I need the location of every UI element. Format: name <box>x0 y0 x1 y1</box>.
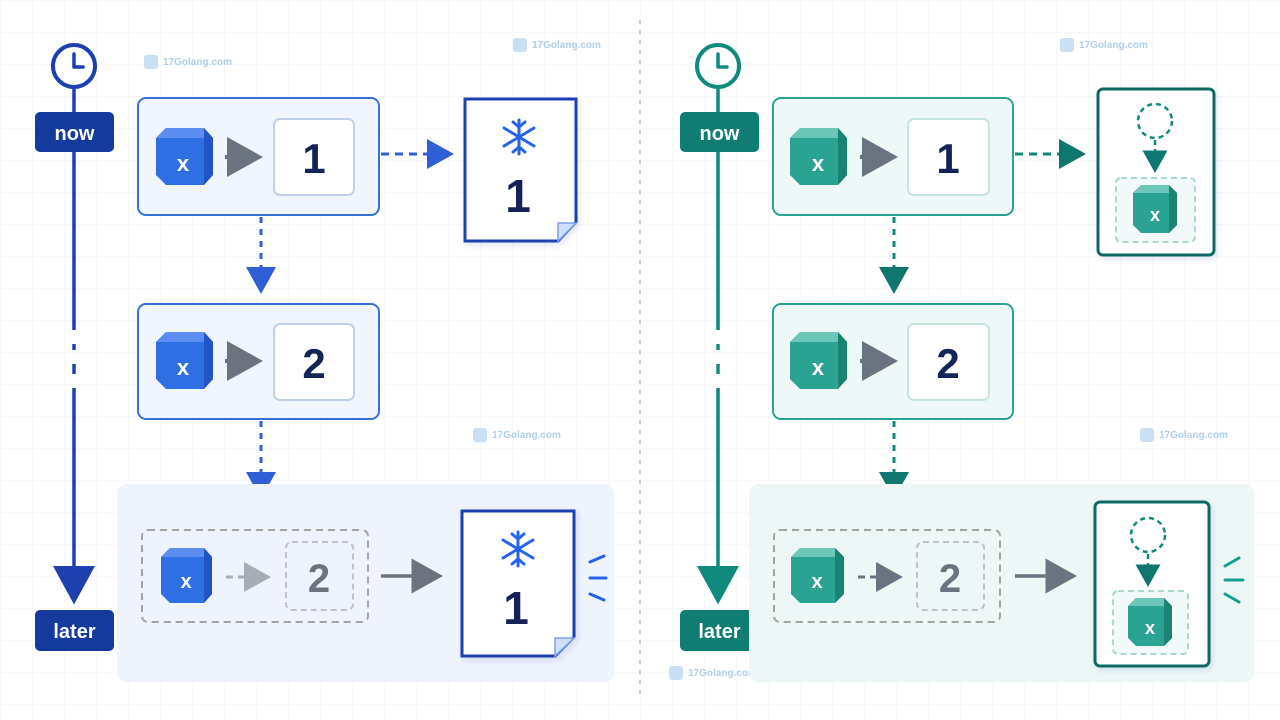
left-snapshot-document: 1 <box>463 97 578 243</box>
value-text: 2 <box>302 340 325 387</box>
right-step-2: x 2 <box>772 303 1014 420</box>
cube-label: x <box>180 571 191 593</box>
watermark-text: 17Golang.com <box>1079 40 1148 51</box>
watermark-text: 17Golang.com <box>1159 430 1228 441</box>
cube-label: x <box>1145 618 1155 638</box>
variable-cube-icon: x <box>161 548 212 603</box>
watermark-text: 17Golang.com <box>688 668 757 679</box>
variable-cube-icon: x <box>790 128 847 185</box>
now-label: now <box>700 123 740 145</box>
value-box <box>916 541 985 611</box>
watermark: 17Golang.com <box>669 666 757 680</box>
watermark: 17Golang.com <box>513 38 601 52</box>
snapshot-value: 1 <box>505 170 531 222</box>
left-later-snapshot-document: 1 <box>460 509 576 658</box>
cube-label: x <box>811 571 822 593</box>
snapshot-value: 1 <box>503 582 529 634</box>
value-text: 1 <box>302 135 325 182</box>
now-badge <box>35 112 114 152</box>
variable-cube-icon: x <box>1133 185 1177 233</box>
left-later-state: x 2 1 <box>141 509 608 658</box>
clock-hands <box>716 52 729 69</box>
left-step-2: x 2 <box>137 303 380 420</box>
value-text: 2 <box>939 557 961 601</box>
right-later-state: x 2 x <box>773 500 1245 668</box>
highlight-marks <box>1223 556 1245 604</box>
watermark: 17Golang.com <box>473 428 561 442</box>
highlight-marks <box>588 554 608 602</box>
right-reference-card: x <box>1096 87 1216 257</box>
watermark: 17Golang.com <box>1140 428 1228 442</box>
watermark-text: 17Golang.com <box>532 40 601 51</box>
variable-cube-icon: x <box>156 332 213 389</box>
document-fold <box>554 637 576 658</box>
watermark-text: 17Golang.com <box>163 57 232 68</box>
cube-label: x <box>812 355 825 380</box>
now-badge <box>680 112 759 152</box>
watermark-text: 17Golang.com <box>492 430 561 441</box>
value-box <box>907 118 990 196</box>
right-later-reference-card: x <box>1093 500 1211 668</box>
value-box <box>273 118 355 196</box>
left-timeline: now later <box>35 43 114 651</box>
later-label: later <box>53 621 95 643</box>
watermark: 17Golang.com <box>144 55 232 69</box>
left-step-1: x 1 <box>137 97 380 216</box>
right-timeline: now later <box>680 43 759 651</box>
variable-cube-icon: x <box>791 548 844 603</box>
variable-cube-icon: x <box>156 128 213 185</box>
snowflake-icon <box>502 118 536 156</box>
value-box <box>273 323 355 401</box>
watermark: 17Golang.com <box>1060 38 1148 52</box>
later-badge <box>680 610 759 651</box>
faded-value-box <box>285 541 354 611</box>
variable-cube-icon: x <box>1128 598 1172 646</box>
faded-value-text: 2 <box>308 557 330 601</box>
value-text: 2 <box>936 340 959 387</box>
clock-hands <box>72 52 85 69</box>
snowflake-icon <box>501 530 535 568</box>
value-box <box>907 323 990 401</box>
cube-label: x <box>812 151 825 176</box>
dashed-circle-icon <box>1129 516 1167 554</box>
cube-label: x <box>177 151 190 176</box>
right-panel: now later x 1 <box>680 43 1254 682</box>
variable-cube-icon: x <box>790 332 847 389</box>
later-badge <box>35 610 114 651</box>
now-label: now <box>55 123 95 145</box>
dashed-circle-icon <box>1136 102 1174 140</box>
later-label: later <box>698 621 740 643</box>
cube-label: x <box>1150 205 1160 225</box>
right-step-1: x 1 <box>772 97 1014 216</box>
document-fold <box>557 222 578 243</box>
cube-label: x <box>177 355 190 380</box>
left-panel: now later x 1 <box>35 43 614 682</box>
value-text: 1 <box>936 135 959 182</box>
